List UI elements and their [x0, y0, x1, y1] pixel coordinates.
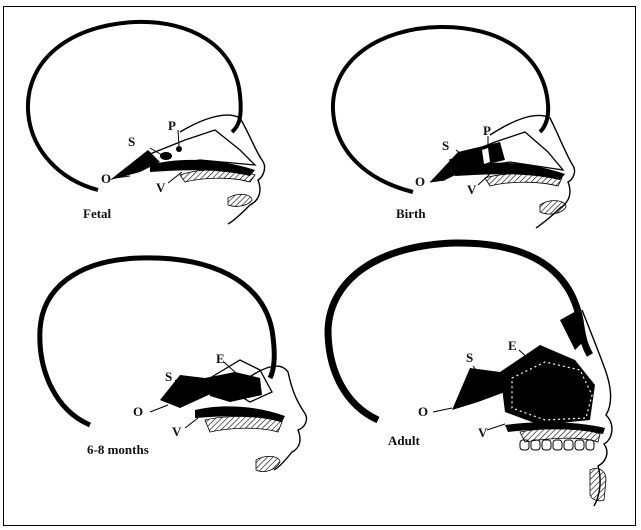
panel-adult: S E O V Adult — [328, 243, 612, 506]
birth-hatched-jaw — [540, 201, 566, 214]
birth-hatched-tongue — [485, 174, 562, 187]
fetal-sphenoid-sinus-bud — [160, 152, 172, 160]
infant-label-o: O — [133, 404, 143, 419]
birth-label-p: P — [483, 123, 491, 138]
infant-hatched-tongue — [205, 416, 282, 432]
fetal-label-o: O — [101, 171, 111, 186]
adult-label-o: O — [418, 404, 428, 419]
fetal-label-p: P — [168, 118, 176, 133]
birth-label-v: V — [467, 182, 477, 197]
infant-caption: 6-8 months — [87, 442, 149, 457]
birth-caption: Birth — [396, 206, 426, 221]
panel-birth: S P O V Birth — [333, 27, 575, 228]
infant-label-e: E — [216, 351, 225, 366]
fetal-point-p — [176, 146, 182, 152]
adult-sphenoid-sinus — [452, 368, 505, 410]
adult-label-v: V — [478, 425, 488, 440]
adult-label-s: S — [466, 350, 473, 365]
fetal-caption: Fetal — [83, 206, 112, 221]
adult-caption: Adult — [388, 433, 420, 448]
panel-fetal: S P O V Fetal — [28, 22, 265, 224]
adult-teeth — [520, 440, 594, 450]
birth-label-s: S — [442, 138, 449, 153]
adult-label-e: E — [508, 338, 517, 353]
birth-label-o: O — [415, 174, 425, 189]
fetal-label-v: V — [156, 180, 166, 195]
infant-label-s: S — [165, 369, 172, 384]
panel-6-8-months: S E O V 6-8 months — [40, 258, 307, 472]
fetal-sphenoid-body — [110, 150, 160, 180]
fetal-hatched-jaw — [228, 194, 252, 206]
fetal-label-s: S — [128, 134, 135, 149]
adult-hatched-jaw — [590, 468, 606, 500]
infant-label-v: V — [172, 424, 182, 439]
adult-ethmoid-maxillary — [500, 345, 595, 425]
